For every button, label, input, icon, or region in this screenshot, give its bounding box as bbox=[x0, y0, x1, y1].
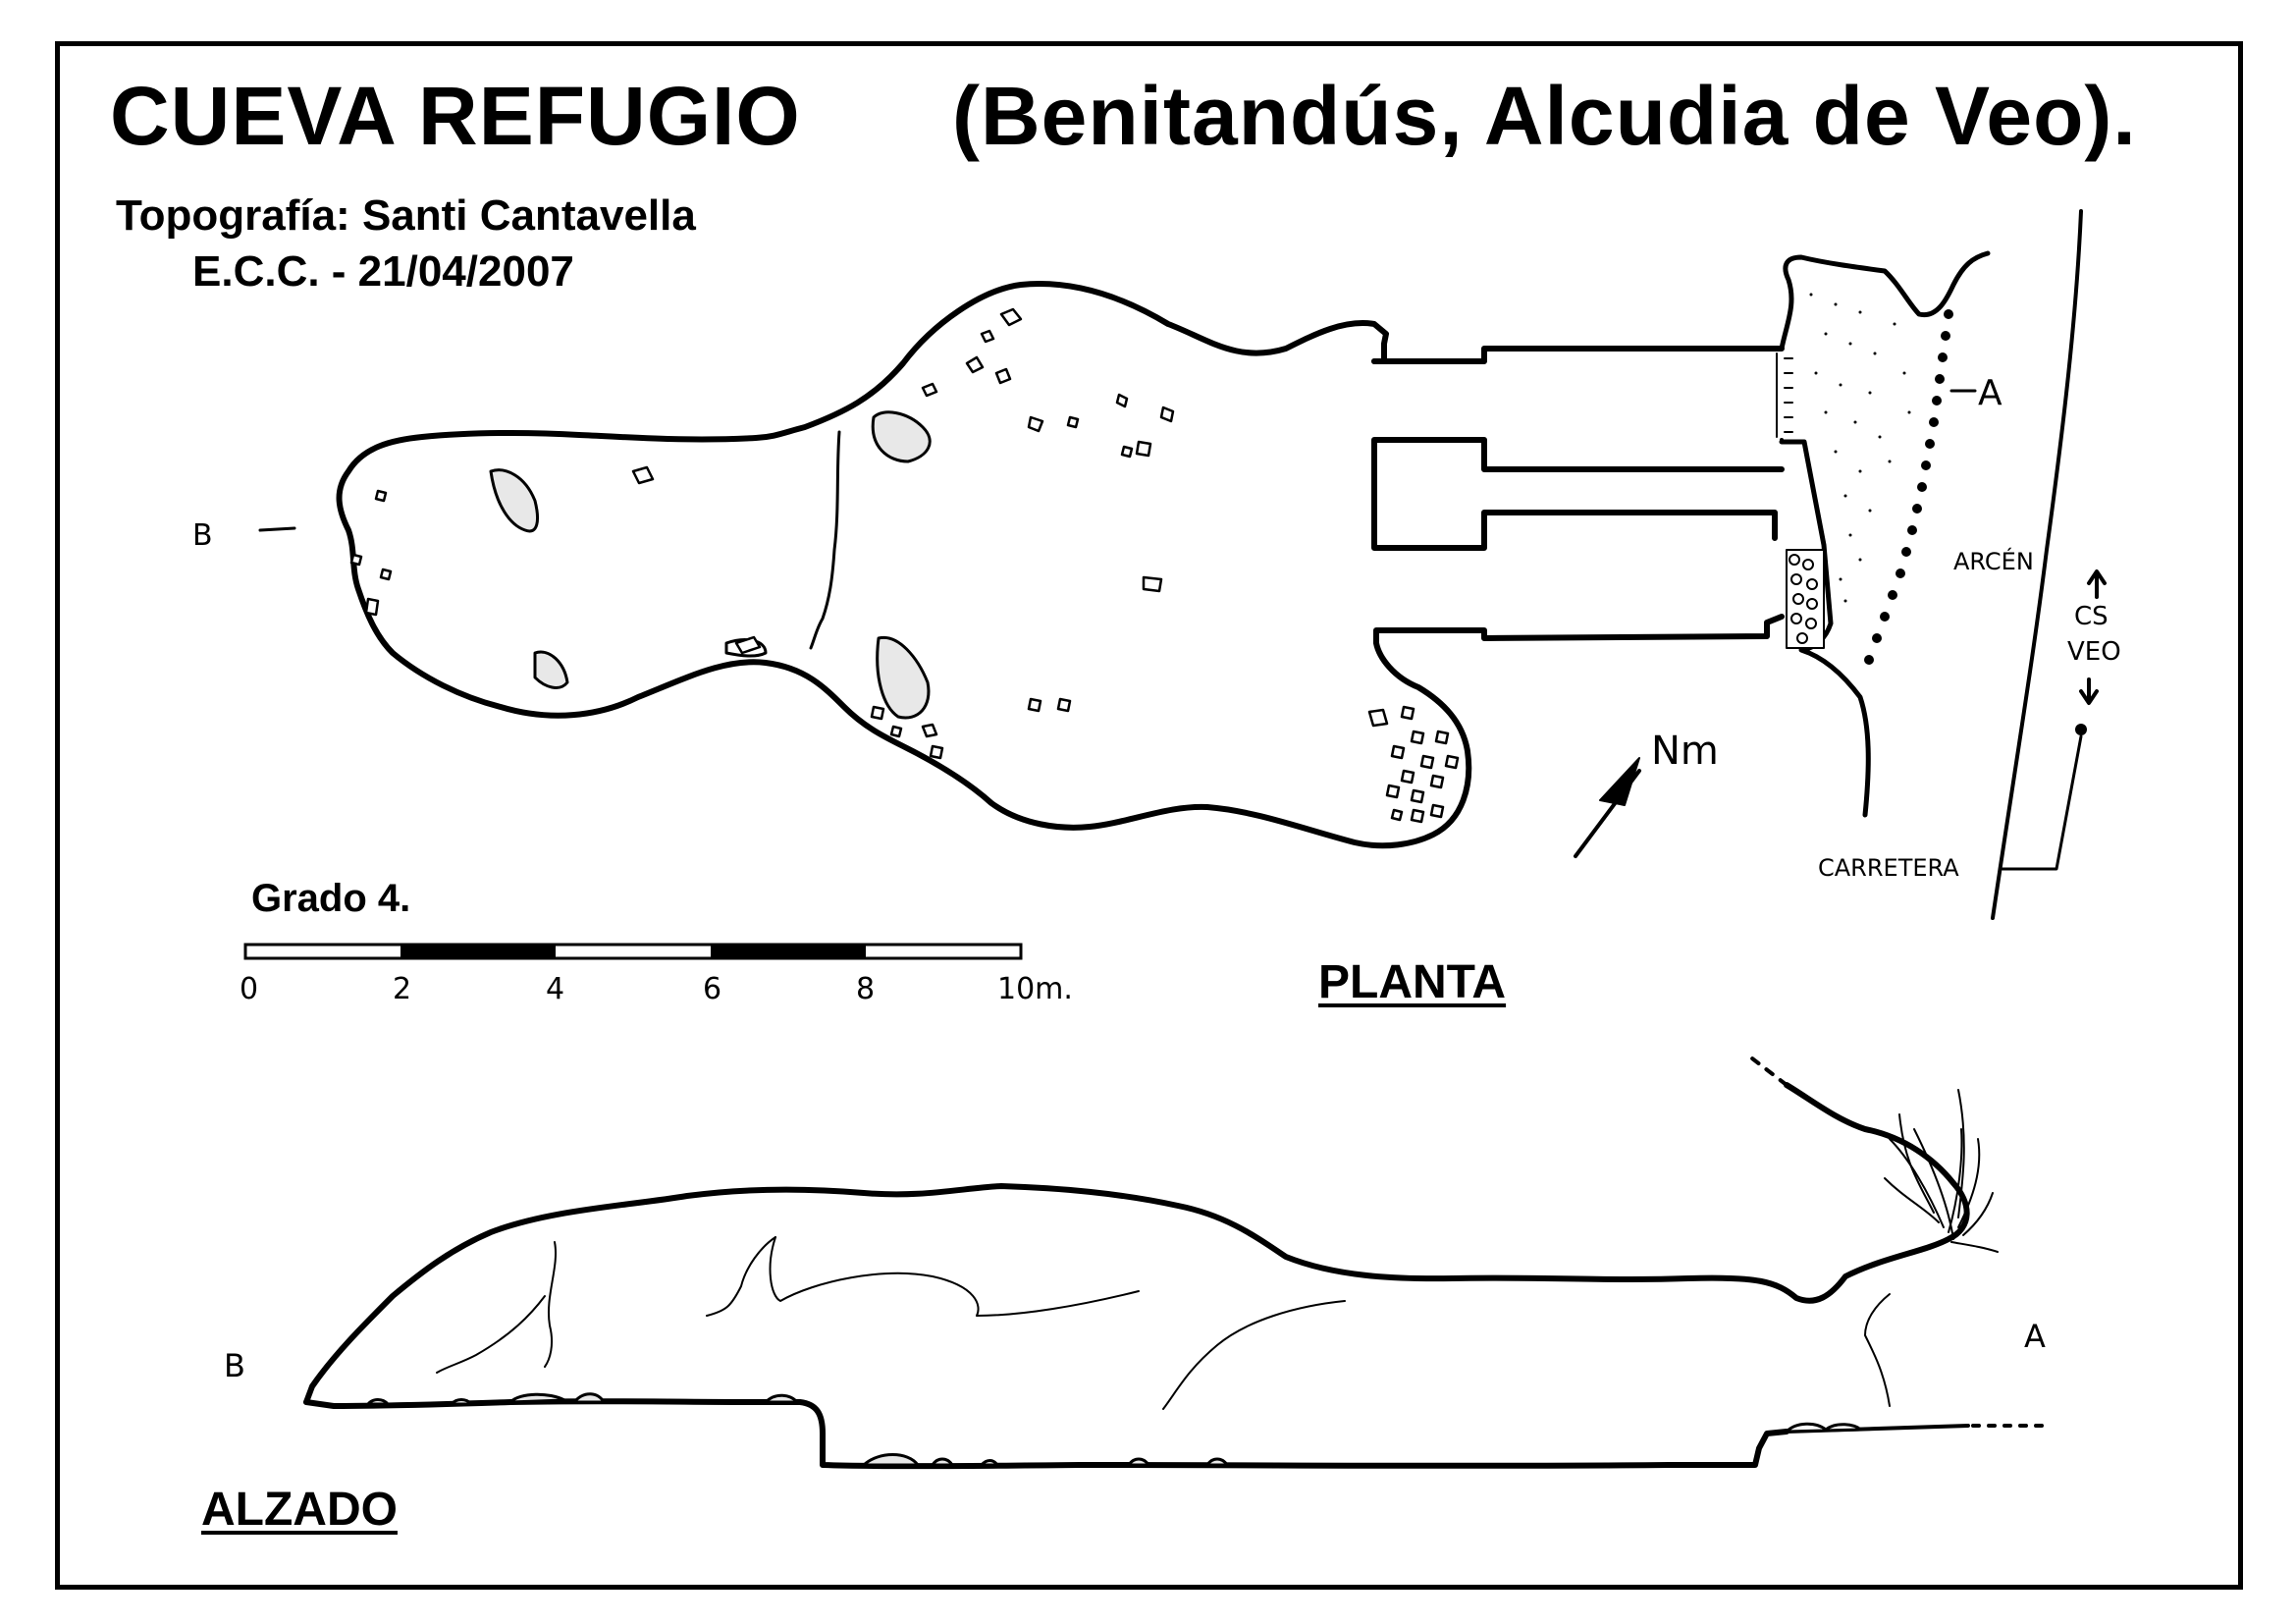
elevation-ceiling-dashes bbox=[1750, 1056, 1789, 1087]
scale-tick-6: 6 bbox=[703, 972, 721, 1006]
shoulder-label: ARCÉN bbox=[1953, 547, 2034, 575]
plan-road-edge bbox=[1991, 209, 2083, 920]
plan-point-b: B bbox=[192, 518, 213, 553]
scale-tick-2: 2 bbox=[393, 972, 411, 1006]
club-date-credit: E.C.C. - 21/04/2007 bbox=[192, 247, 574, 296]
cave-title: CUEVA REFUGIO bbox=[110, 70, 801, 162]
surveyor-credit: Topografía: Santi Cantavella bbox=[116, 191, 696, 240]
direction-bottom-label: VEO bbox=[2067, 637, 2121, 667]
elevation-ceiling bbox=[303, 1082, 1970, 1405]
plan-step-hatch bbox=[1776, 352, 1793, 438]
scale-tick-0: 0 bbox=[240, 972, 258, 1006]
arrow-up bbox=[2087, 569, 2107, 599]
plan-dripline-dots bbox=[1864, 309, 1953, 665]
scale-tick-4: 4 bbox=[546, 972, 564, 1006]
elevation-point-a: A bbox=[2024, 1318, 2046, 1355]
sheet-border bbox=[55, 41, 2243, 1590]
elevation-section-label: ALZADO bbox=[201, 1484, 398, 1536]
elevation-view bbox=[303, 1056, 2044, 1470]
direction-top-label: CS bbox=[2074, 602, 2109, 631]
plan-road-leader bbox=[2001, 734, 2083, 871]
elevation-vegetation bbox=[1884, 1089, 1999, 1253]
plan-sediment-stipple bbox=[1809, 293, 1911, 603]
plan-small-stones bbox=[349, 307, 1460, 824]
plan-entrance-wall bbox=[1779, 250, 1991, 352]
survey-grade: Grado 4. bbox=[251, 877, 411, 920]
north-arrow-head bbox=[1599, 757, 1640, 806]
plan-cave-outline bbox=[336, 281, 1785, 849]
plan-section-label: PLANTA bbox=[1318, 956, 1507, 1008]
cave-location: (Benitandús, Alcudia de Veo). bbox=[952, 70, 2137, 162]
north-label: Nm bbox=[1651, 729, 1719, 774]
arrow-down bbox=[2079, 677, 2099, 705]
plan-entrance-lower-wall bbox=[1779, 439, 1871, 818]
plan-entrance-rubble bbox=[1786, 549, 1825, 649]
scale-tick-10: 10m. bbox=[997, 972, 1073, 1006]
section-b-tick bbox=[258, 526, 296, 532]
plan-boulders bbox=[489, 410, 932, 720]
plan-internal-step bbox=[809, 430, 841, 650]
elevation-floor-boulders bbox=[366, 1392, 1862, 1467]
plan-point-a: A bbox=[1978, 373, 2002, 413]
plan-pillar bbox=[1371, 437, 1785, 551]
scale-bar: 0 2 4 6 8 10m. bbox=[240, 943, 1073, 1006]
plan-view bbox=[258, 209, 2107, 920]
elevation-cracks bbox=[436, 1236, 1891, 1410]
road-label: CARRETERA bbox=[1818, 854, 1959, 882]
scale-tick-8: 8 bbox=[856, 972, 875, 1006]
elevation-floor bbox=[303, 1398, 1789, 1470]
plan-road-point bbox=[2075, 724, 2087, 735]
elevation-point-b: B bbox=[224, 1347, 245, 1384]
plan-passage-upper bbox=[1371, 346, 1785, 364]
